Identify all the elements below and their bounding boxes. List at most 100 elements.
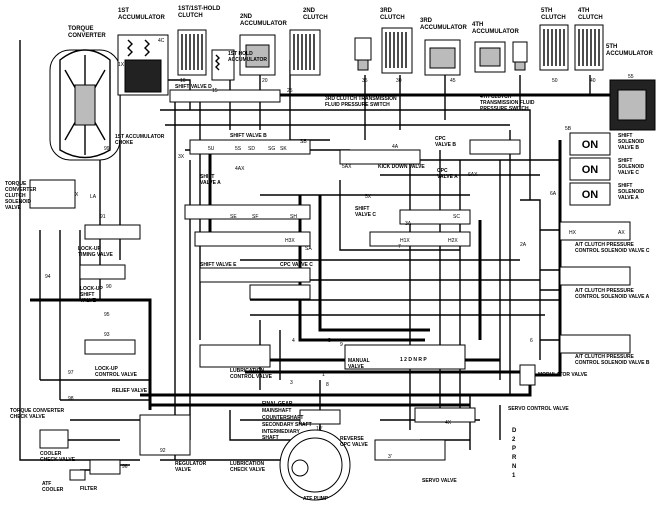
label-shift-valve-d: SHIFT VALVE D <box>175 84 212 90</box>
port-la: LA <box>90 194 97 200</box>
port-5b: 5B <box>565 126 572 132</box>
port-h3x: H3X <box>285 238 295 244</box>
port-10: 10 <box>180 78 186 84</box>
label-cpc-valve-c: CPC VALVE C <box>280 262 313 268</box>
first-accumulator <box>117 34 169 96</box>
solenoid-b-state: ON <box>582 139 599 151</box>
shift-solenoid-a-body <box>569 182 611 206</box>
port-55: 55 <box>628 74 634 80</box>
lockup-timing-valve-body <box>84 224 141 240</box>
servo-valve-body <box>374 439 446 461</box>
manual-valve-marking: 1 2 D N R P <box>400 357 427 363</box>
label-line: CONVERTER <box>68 33 106 39</box>
label-kick-down-valve: KICK DOWN VALVE <box>378 164 425 170</box>
gear-position-1: 1 <box>512 473 516 479</box>
shift-valve-c-body <box>399 209 471 225</box>
shift-solenoids: ON ON ON <box>569 132 611 206</box>
cpc-valve-b-body <box>469 139 521 155</box>
label-line: CLUTCH <box>178 13 203 19</box>
shift-solenoid-c-body <box>569 157 611 181</box>
regulator-valve-body <box>139 414 191 456</box>
port-hx: HX <box>569 230 577 236</box>
shift-valve-d-body <box>169 89 281 103</box>
port-sa: SA <box>305 246 312 252</box>
port-95: 95 <box>104 312 110 318</box>
port-1: 1 <box>322 372 325 378</box>
port-3: 3 <box>290 380 293 386</box>
at-clutch-solenoid-c-body <box>559 221 631 241</box>
label-line: ACCUMULATOR <box>228 57 267 63</box>
shift-valve-b-body <box>189 139 311 155</box>
port-5ax: 5AX <box>342 164 352 170</box>
label-line: VALVE B <box>618 145 639 151</box>
port-ax: AX <box>618 230 625 236</box>
label-line: CLUTCH <box>5 193 26 199</box>
modulator-valve-body <box>519 364 536 386</box>
hydraulic-lines <box>19 40 627 471</box>
label-filter: FILTER <box>80 486 98 492</box>
port-15: 15 <box>212 88 218 94</box>
shift-solenoid-b-body <box>569 132 611 156</box>
label-line: CHECK VALVE <box>40 457 76 463</box>
label-line: ACCUMULATOR <box>606 51 653 57</box>
label-line: CONTROL SOLENOID VALVE C <box>575 248 650 254</box>
label-line: CONTROL SOLENOID VALVE A <box>575 294 650 300</box>
port-97: 97 <box>68 370 74 376</box>
fourth-clutch <box>574 24 604 71</box>
at-clutch-solenoid-a-body <box>559 266 631 286</box>
label-line: SOLENOID <box>618 139 645 145</box>
valve-bodies <box>29 89 536 481</box>
gear-position-r: R <box>512 455 517 461</box>
port-labels: 10 20 30 40 50 4C 1X 15 25 35 45 55 5B 9… <box>45 38 634 470</box>
solenoid-c-state: ON <box>582 164 599 176</box>
label-line: CONTROL VALVE <box>95 372 138 378</box>
second-clutch <box>289 29 321 76</box>
label-line: CONVERTER <box>5 187 37 193</box>
port-5: 5 <box>328 338 331 344</box>
port-sd: SD <box>248 146 255 152</box>
label-line: VALVE <box>80 298 97 304</box>
label-servo-valve: SERVO VALVE <box>422 478 457 484</box>
port-6: 6 <box>530 338 533 344</box>
label-servo-control-valve: SERVO CONTROL VALVE <box>508 406 569 412</box>
atf-pump <box>279 429 351 501</box>
label-atf-pump: ATF PUMP <box>303 496 329 502</box>
port-90: 90 <box>106 284 112 290</box>
port-4x: 4X <box>445 420 452 426</box>
third-clutch <box>381 27 413 74</box>
port-5u: 5U <box>208 146 215 152</box>
port-93: 93 <box>104 332 110 338</box>
port-sb: SB <box>300 139 307 145</box>
label-line: FLUID PRESSURE SWITCH <box>325 102 390 108</box>
label-line: TIMING VALVE <box>78 252 113 258</box>
port-9: 9 <box>340 342 343 348</box>
port-2a: 2A <box>520 242 527 248</box>
port-5s: 5S <box>235 146 242 152</box>
label-line: SOLENOID <box>618 189 645 195</box>
port-98: 98 <box>68 396 74 402</box>
fifth-accumulator <box>609 79 656 131</box>
port-5x: 5X <box>365 194 372 200</box>
port-4c: 4C <box>158 38 165 44</box>
port-h1x: H1X <box>400 238 410 244</box>
label-line: SHAFT <box>262 435 279 441</box>
label-countershaft: COUNTERSHAFT <box>262 415 303 421</box>
label-final-gear: FINAL GEAR <box>262 401 293 407</box>
port-30: 30 <box>396 78 402 84</box>
